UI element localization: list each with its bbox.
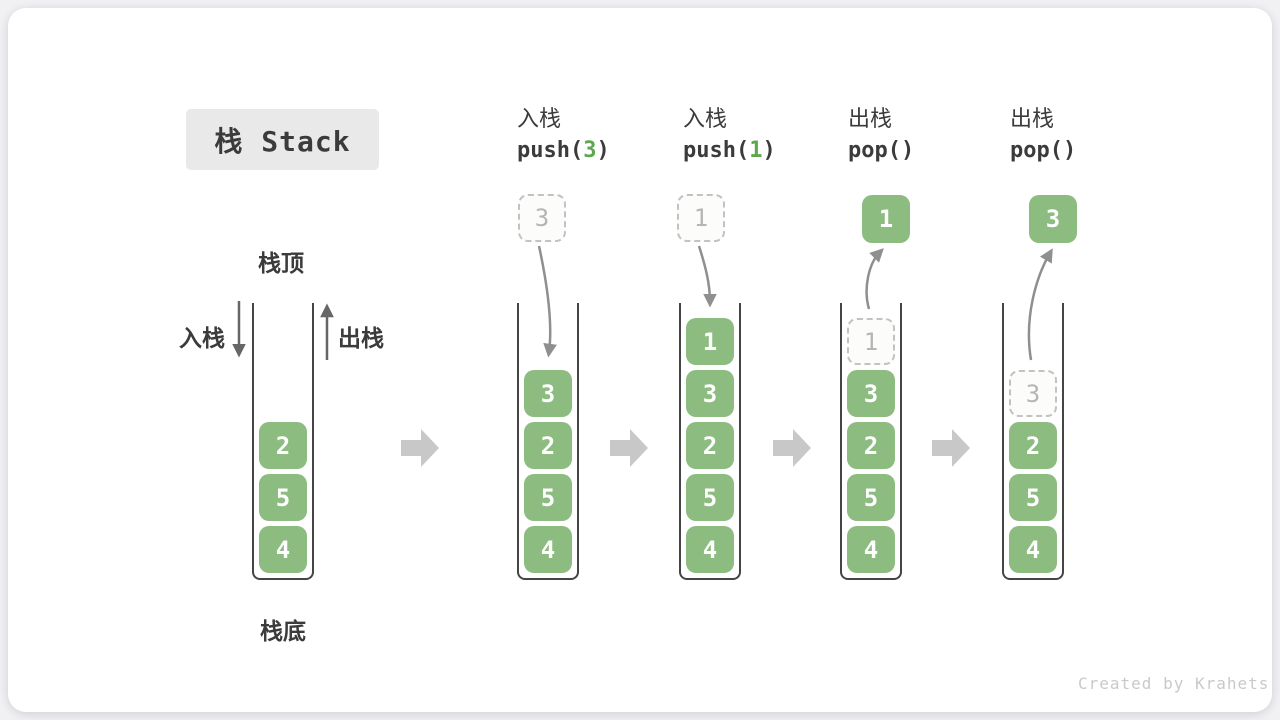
operation-arg: 3 xyxy=(583,138,597,163)
operation-code: pop() xyxy=(848,138,915,163)
operation-header: 出栈 pop() xyxy=(1010,104,1076,168)
stack-cell: 2 xyxy=(847,422,895,469)
stack-after-push-3 xyxy=(517,303,579,580)
stack-cell: 4 xyxy=(524,526,572,573)
stack-cell: 5 xyxy=(1009,474,1057,521)
stack-cell: 2 xyxy=(686,422,734,469)
stack-cell: 5 xyxy=(686,474,734,521)
title-box: 栈 Stack xyxy=(186,109,379,170)
operation-name: 入栈 xyxy=(683,106,728,131)
stack-cell: 3 xyxy=(847,370,895,417)
stack-cell: 4 xyxy=(847,526,895,573)
stack-cell: 5 xyxy=(847,474,895,521)
stack-initial xyxy=(252,303,314,580)
label-stack-bottom: 栈底 xyxy=(260,618,306,644)
operation-name: 入栈 xyxy=(517,106,562,131)
operation-name: 出栈 xyxy=(848,106,893,131)
stack-after-pop-3 xyxy=(1002,303,1064,580)
label-pop-side: 出栈 xyxy=(338,325,384,351)
stack-cell: 4 xyxy=(686,526,734,573)
stack-cell: 2 xyxy=(524,422,572,469)
label-stack-top: 栈顶 xyxy=(258,250,304,276)
operation-header: 入栈 push(1) xyxy=(683,104,776,168)
incoming-value-box: 1 xyxy=(677,194,725,242)
operation-header: 出栈 pop() xyxy=(848,104,914,168)
operation-name: 出栈 xyxy=(1010,106,1055,131)
operation-header: 入栈 push(3) xyxy=(517,104,610,168)
popped-value-box: 1 xyxy=(862,195,910,243)
stack-after-pop-1 xyxy=(840,303,902,580)
stack-after-push-1 xyxy=(679,303,741,580)
title-text: 栈 Stack xyxy=(214,124,351,158)
stack-cell-dashed: 3 xyxy=(1009,370,1057,417)
stack-cell-dashed: 1 xyxy=(847,318,895,365)
incoming-value-box: 3 xyxy=(518,194,566,242)
stack-cell: 3 xyxy=(524,370,572,417)
stack-cell: 1 xyxy=(686,318,734,365)
popped-value-box: 3 xyxy=(1029,195,1077,243)
operation-arg: 1 xyxy=(749,138,763,163)
watermark: Created by Krahets xyxy=(1078,674,1270,693)
stack-cell: 5 xyxy=(524,474,572,521)
label-push-side: 入栈 xyxy=(179,325,225,351)
operation-code: push(1) xyxy=(683,138,776,163)
stack-cell: 2 xyxy=(259,422,307,469)
stack-cell: 4 xyxy=(1009,526,1057,573)
operation-code: pop() xyxy=(1010,138,1077,163)
stack-cell: 5 xyxy=(259,474,307,521)
stack-cell: 3 xyxy=(686,370,734,417)
operation-code: push(3) xyxy=(517,138,610,163)
stack-cell: 4 xyxy=(259,526,307,573)
stack-cell: 2 xyxy=(1009,422,1057,469)
